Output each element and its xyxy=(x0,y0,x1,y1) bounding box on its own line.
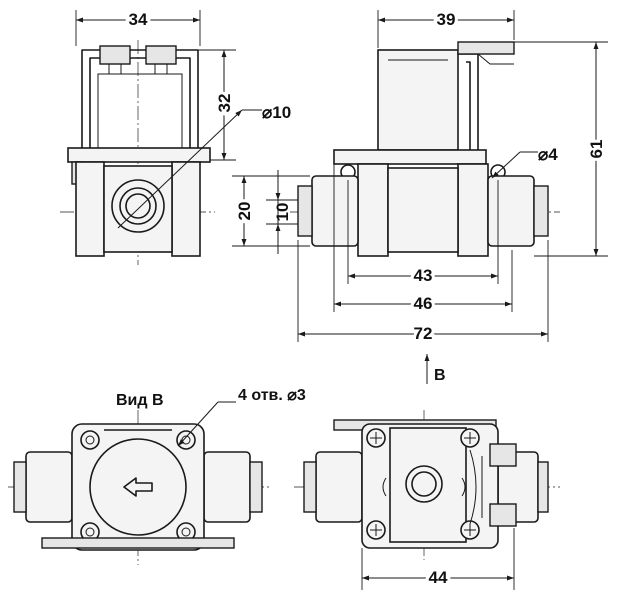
dim-body-height: 20 xyxy=(235,202,254,221)
front-dimensions: 34 32 ⌀10 xyxy=(75,7,291,229)
view-b-title: Вид B xyxy=(116,392,164,409)
dim-port-diameter: ⌀10 xyxy=(262,103,291,122)
dim-hole-spacing: 43 xyxy=(414,266,433,285)
holes-note: 4 отв. ⌀3 xyxy=(238,387,306,404)
side-dimensions: 39 61 ⌀4 20 10 43 46 72 B xyxy=(232,7,609,384)
dim-bottom-width: 44 xyxy=(429,568,448,587)
view-b: Вид B 4 отв. ⌀3 xyxy=(8,387,306,565)
view-b-arrow-label: B xyxy=(434,367,446,384)
dim-coil-height: 32 xyxy=(215,94,234,113)
dim-body-length: 46 xyxy=(414,294,433,313)
dim-total-height: 61 xyxy=(587,140,606,159)
bottom-view xyxy=(294,410,560,560)
dim-front-width: 34 xyxy=(129,10,148,29)
dim-port-height: 10 xyxy=(273,203,292,222)
bottom-dimensions: 44 xyxy=(361,528,515,590)
dim-side-width: 39 xyxy=(437,10,456,29)
side-view xyxy=(290,41,560,257)
dim-overall-length: 72 xyxy=(414,324,433,343)
dim-mount-hole: ⌀4 xyxy=(538,145,558,164)
front-view xyxy=(60,40,215,265)
